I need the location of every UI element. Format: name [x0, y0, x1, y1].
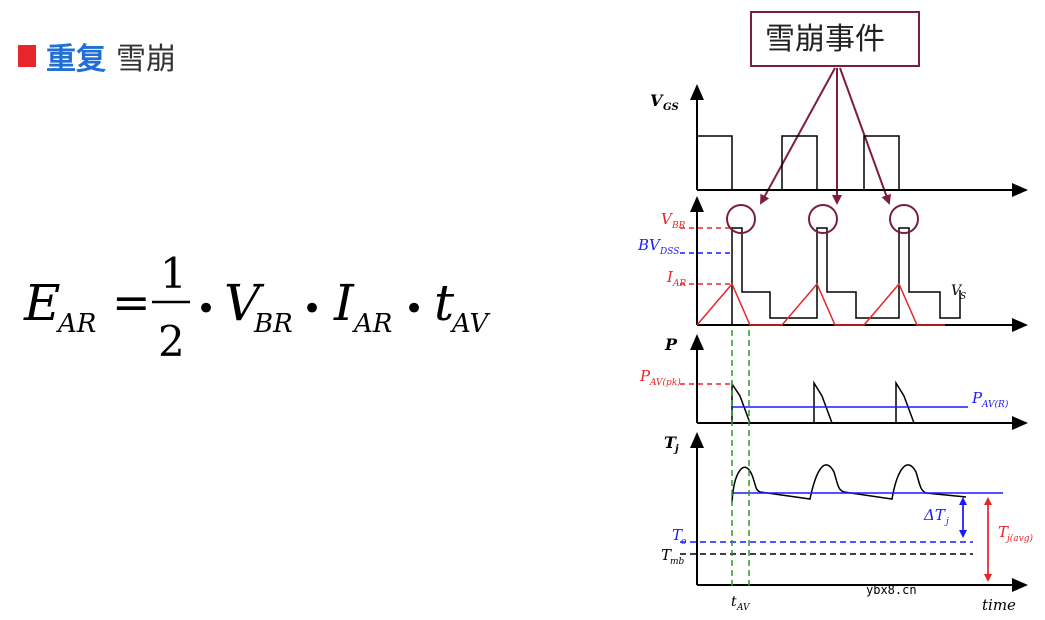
power-pulse-2 — [813, 380, 834, 424]
tmb-label: T — [661, 546, 672, 564]
vs-label: V — [951, 283, 963, 299]
formula-dot-3: • — [404, 289, 424, 329]
vgs-y-arrow-icon — [690, 84, 704, 100]
p-x-arrow-icon — [1012, 416, 1028, 430]
tj-y-arrow-icon — [690, 432, 704, 448]
vgs-label: V — [650, 91, 664, 110]
vgs-label-sub: GS — [663, 102, 679, 113]
callout-box — [750, 11, 920, 67]
formula-t: t — [434, 274, 455, 332]
bvdss-label: BV — [637, 236, 662, 254]
formula-e-sub: AR — [56, 309, 96, 339]
vds-waveform — [697, 227, 961, 326]
slide-title: 重复 雪崩 — [18, 34, 176, 78]
tj-label-sub: j — [673, 444, 679, 455]
avalanche-marker-1 — [726, 204, 756, 234]
title-sub: 雪崩 — [116, 42, 176, 77]
formula-e: E — [23, 274, 61, 332]
formula-t-sub: AV — [450, 309, 490, 339]
vbr-label-sub: BR — [671, 221, 686, 231]
tjavg-label: T — [998, 523, 1009, 541]
to-label-sub: o — [681, 537, 687, 547]
vgs-waveform — [697, 135, 900, 191]
pavpk-label-sub: AV(pk) — [649, 377, 681, 388]
callout-label: 雪崩事件 — [765, 22, 885, 57]
bvdss-label-sub: DSS — [659, 247, 679, 257]
vds-x-arrow-icon — [1012, 318, 1028, 332]
pavr-label: P — [971, 389, 983, 407]
time-label: time — [982, 596, 1016, 614]
power-pulse-3 — [895, 380, 916, 424]
title-bullet — [18, 45, 36, 67]
to-label: T — [672, 526, 683, 544]
p-y-arrow-icon — [690, 334, 704, 350]
formula-i: I — [333, 274, 355, 332]
tj-x-arrow-icon — [1012, 578, 1028, 592]
tjavg-label-sub: j(avg) — [1005, 533, 1034, 544]
tav-label-sub: AV — [736, 603, 751, 613]
vgs-x-arrow-icon — [1012, 183, 1028, 197]
iar-label-sub: AR — [672, 279, 686, 289]
tmb-label-sub: mb — [670, 557, 685, 567]
avalanche-energy-formula: E AR = 1 2 • V BR • I AR • t AV — [23, 249, 490, 366]
formula-v: V — [224, 274, 265, 332]
power-pulse-1 — [731, 381, 752, 424]
tav-label: t — [731, 594, 737, 610]
p-label: P — [664, 335, 678, 354]
pavr-label-sub: AV(R) — [981, 399, 1009, 410]
formula-i-sub: AR — [352, 309, 392, 339]
iar-label: I — [666, 268, 674, 286]
title-main: 重复 — [46, 42, 106, 77]
avalanche-marker-3 — [889, 204, 919, 234]
tj-label: T — [664, 433, 677, 452]
formula-dot-1: • — [196, 289, 216, 329]
tj-waveform — [731, 464, 967, 503]
vds-y-arrow-icon — [690, 196, 704, 212]
current-waveform — [696, 282, 945, 326]
formula-denominator: 2 — [158, 317, 185, 366]
pavpk-label: P — [639, 367, 651, 385]
dtj-label-sub: j — [944, 517, 949, 527]
dtj-label: ΔT — [923, 506, 946, 524]
formula-dot-2: • — [302, 289, 322, 329]
formula-v-sub: BR — [253, 309, 293, 339]
avalanche-marker-2 — [808, 204, 838, 234]
formula-equals: = — [112, 275, 151, 329]
watermark: ybx8.cn — [866, 583, 917, 597]
vbr-label: V — [661, 210, 674, 228]
avalanche-timing-diagram: 雪崩事件 V GS V BR BV DSS I AR V S P P AV(pk… — [637, 11, 1034, 614]
vs-label-sub: S — [960, 292, 966, 302]
formula-numerator: 1 — [160, 249, 187, 298]
